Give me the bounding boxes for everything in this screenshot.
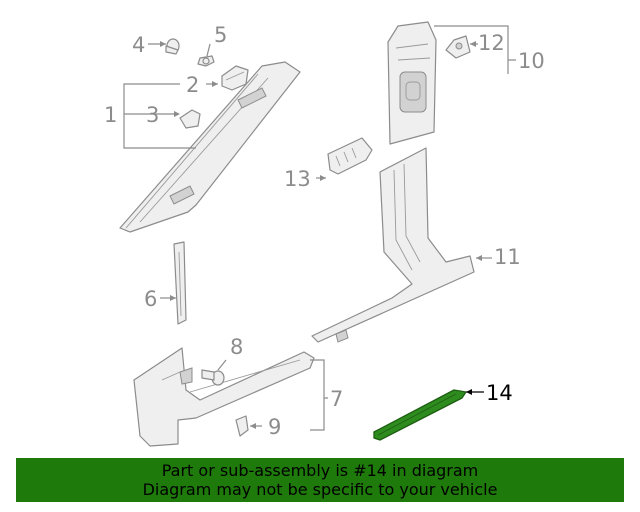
- highlighted-part-14[interactable]: [373, 389, 467, 441]
- callout-3: 3: [146, 103, 159, 127]
- a-pillar-trim[interactable]: [119, 61, 301, 233]
- callout-4: 4: [132, 33, 145, 57]
- callout-10: 10: [518, 49, 545, 73]
- callout-12: 12: [478, 31, 505, 55]
- retainer-clip[interactable]: [197, 55, 215, 67]
- callout-9: 9: [268, 415, 281, 439]
- pillar-cap[interactable]: [445, 35, 471, 59]
- b-pillar-upper-trim[interactable]: [387, 21, 437, 145]
- front-sill-trim[interactable]: [133, 347, 315, 447]
- arrow-heads: [160, 41, 482, 429]
- callout-8: 8: [230, 335, 243, 359]
- b-pillar-lower-trim[interactable]: [311, 147, 475, 343]
- windshield-pillar-strip[interactable]: [173, 241, 187, 325]
- callout-11: 11: [494, 245, 521, 269]
- callout-2: 2: [186, 73, 199, 97]
- trim-bolt[interactable]: [201, 369, 225, 386]
- pillar-clip[interactable]: [221, 65, 249, 91]
- callout-13: 13: [284, 167, 311, 191]
- callout-7: 7: [330, 387, 343, 411]
- callout-5: 5: [214, 23, 227, 47]
- trim-bracket[interactable]: [179, 109, 201, 129]
- banner-line-2: Diagram may not be specific to your vehi…: [142, 480, 498, 499]
- callout-1: 1: [104, 103, 117, 127]
- push-pin-fastener[interactable]: [165, 38, 180, 55]
- banner-line-1: Part or sub-assembly is #14 in diagram: [161, 461, 479, 480]
- sill-clip[interactable]: [235, 415, 249, 437]
- callout-6: 6: [144, 287, 157, 311]
- callout-labels: 1 2 3 4 5 6 7 8 9 10 11 12 13 14: [104, 23, 545, 439]
- callout-14: 14: [486, 381, 513, 405]
- pillar-bracket[interactable]: [327, 137, 373, 175]
- info-banner: Part or sub-assembly is #14 in diagram D…: [16, 458, 624, 502]
